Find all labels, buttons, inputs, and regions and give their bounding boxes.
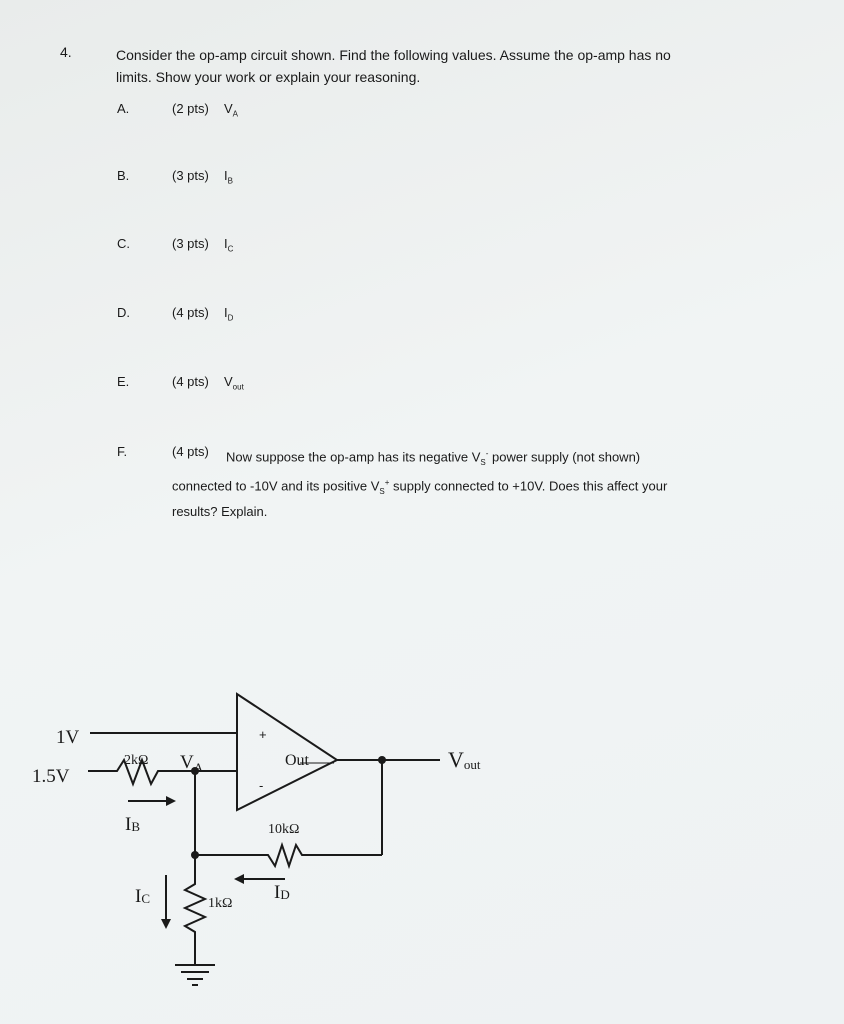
intro-line-1: Consider the op-amp circuit shown. Find …	[116, 47, 671, 63]
part-variable: VA	[224, 101, 239, 119]
question-number: 4.	[60, 44, 72, 60]
part-letter: F.	[117, 444, 128, 459]
part-letter: C.	[117, 236, 130, 251]
node-output-dot	[378, 756, 386, 764]
part-letter: D.	[117, 305, 130, 320]
label-va: VA	[180, 752, 204, 775]
label-id: ID	[274, 882, 290, 903]
op-amp-triangle	[236, 692, 339, 812]
part-variable: IC	[224, 236, 234, 254]
part-variable: Vout	[224, 374, 244, 392]
part-points: (3 pts)	[172, 236, 209, 251]
part-letter: A.	[117, 101, 130, 116]
label-2k: 2kΩ	[124, 753, 148, 768]
resistor-2k	[110, 757, 165, 787]
resistor-1k	[182, 878, 208, 965]
part-points: (4 pts)	[172, 444, 209, 459]
part-f-text: Now suppose the op-amp has its negative …	[172, 444, 772, 522]
label-1k: 1kΩ	[208, 896, 232, 911]
id-arrowhead	[234, 874, 244, 884]
part-f-line-3: results? Explain.	[172, 503, 268, 519]
label-ib: IB	[125, 814, 140, 835]
resistor-10k	[260, 841, 310, 870]
ic-arrowhead	[161, 919, 171, 929]
part-f-line-1: Now suppose the op-amp has its negative …	[226, 449, 641, 467]
intro-line-2: limits. Show your work or explain your r…	[116, 69, 421, 85]
label-plus: +	[259, 727, 267, 742]
part-letter: E.	[117, 374, 130, 389]
label-out: Out	[285, 752, 310, 769]
node-a-dot	[191, 767, 199, 775]
part-points: (3 pts)	[172, 168, 209, 183]
label-1v: 1V	[56, 727, 80, 748]
part-points: (4 pts)	[172, 374, 209, 389]
label-vout: Vout	[448, 747, 481, 772]
part-variable: ID	[224, 305, 234, 323]
label-minus: -	[259, 778, 263, 793]
part-points: (2 pts)	[172, 101, 209, 116]
label-ic: IC	[135, 886, 150, 907]
node-feedback-dot	[191, 851, 199, 859]
part-letter: B.	[117, 168, 130, 183]
part-variable: IB	[224, 168, 233, 186]
ib-arrowhead	[166, 796, 176, 806]
label-1-5v: 1.5V	[32, 766, 70, 787]
question-intro: Consider the op-amp circuit shown. Find …	[116, 44, 776, 88]
part-f-line-2: connected to -10V and its positive VS+ s…	[172, 477, 668, 496]
part-points: (4 pts)	[172, 305, 209, 320]
label-10k: 10kΩ	[268, 822, 299, 837]
